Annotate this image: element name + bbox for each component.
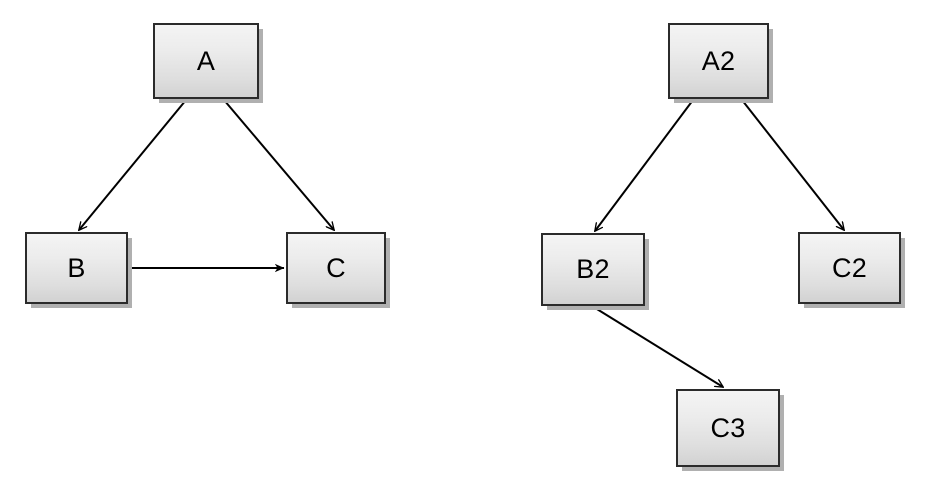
node-label-a2: A2 [701,45,736,76]
edge-b2-to-c3 [591,305,723,387]
node-label-c: C [326,252,346,283]
edge-a2-to-b2 [595,99,694,231]
node-b[interactable]: B [25,232,128,304]
node-label-c3: C3 [710,412,746,443]
node-b2[interactable]: B2 [541,233,645,306]
edges-group [79,99,844,387]
edge-a2-to-c2 [741,99,844,230]
node-a2[interactable]: A2 [668,23,769,99]
node-c3[interactable]: C3 [676,389,780,467]
edge-a-to-c [223,99,334,230]
node-a[interactable]: A [153,23,259,99]
edge-a-to-b [79,99,187,230]
node-label-a: A [196,45,216,76]
node-label-b: B [67,252,86,283]
node-c[interactable]: C [286,232,386,304]
node-label-c2: C2 [832,252,867,283]
node-label-b2: B2 [576,254,610,284]
node-c2[interactable]: C2 [798,232,901,304]
